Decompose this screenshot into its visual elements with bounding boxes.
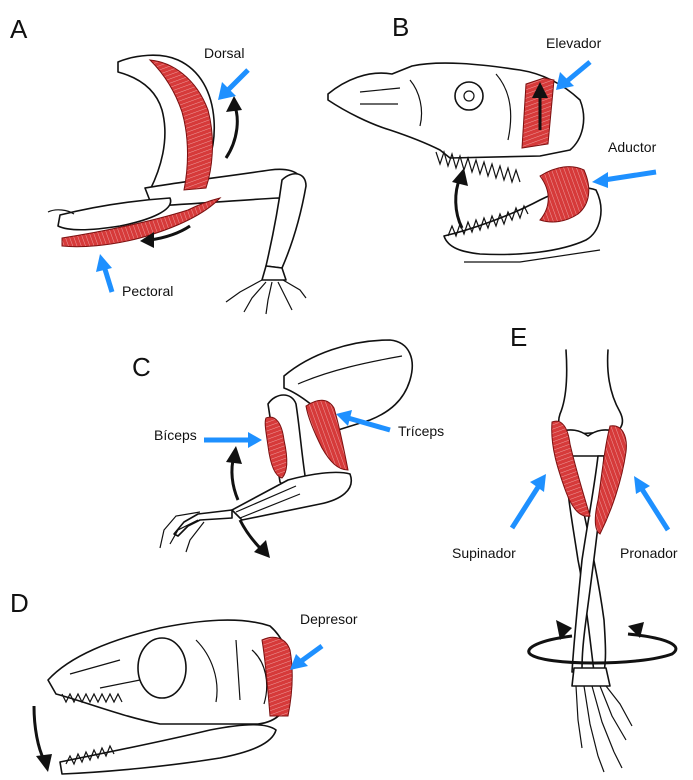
panel-a: A Dorsal Pectoral — [10, 14, 306, 314]
forearm-c-bone — [232, 472, 351, 520]
label-pectoral: Pectoral — [122, 283, 173, 299]
orbit — [455, 82, 483, 110]
panel-e: E Supinador — [452, 322, 678, 772]
lizard-orbit — [138, 638, 186, 698]
label-depresor: Depresor — [300, 611, 358, 627]
panel-c-letter: C — [132, 352, 151, 382]
label-elevador: Elevador — [546, 35, 602, 51]
hand-bones — [226, 280, 306, 314]
humerus-e-bone — [559, 350, 623, 434]
panel-e-letter: E — [510, 322, 527, 352]
supinador-pointer-arrow — [512, 484, 540, 528]
label-pronador: Pronador — [620, 545, 678, 561]
claw-bones — [160, 510, 232, 552]
label-triceps: Tríceps — [398, 423, 444, 439]
label-biceps: Bíceps — [154, 427, 197, 443]
jaw-motion-arrow — [456, 178, 462, 228]
extend-down-arrow — [240, 520, 262, 550]
pronador-pointer-arrow — [640, 486, 668, 530]
depresor-pointer-arrow — [300, 646, 322, 662]
elevador-pointer-arrow — [566, 62, 590, 82]
panel-c: C Bíceps Tríceps — [132, 340, 444, 558]
wrist-bones — [572, 668, 610, 686]
aductor-pointer-arrow — [604, 172, 656, 180]
label-supinador: Supinador — [452, 545, 516, 561]
pectoral-pointer-arrow — [104, 266, 112, 292]
panel-b: B Elevador Aductor — [328, 12, 657, 262]
dorsal-motion-arrow — [226, 104, 237, 158]
hand-e-bones — [576, 686, 632, 772]
panel-a-letter: A — [10, 14, 28, 44]
jaw-open-arrow — [34, 706, 44, 760]
panel-d: D Depresor — [10, 588, 358, 774]
label-aductor: Aductor — [608, 139, 657, 155]
dorsal-pointer-arrow — [228, 70, 248, 90]
panel-b-letter: B — [392, 12, 409, 42]
label-dorsal: Dorsal — [204, 45, 244, 61]
lizard-lower-jaw-bone — [60, 725, 276, 774]
panel-d-letter: D — [10, 588, 29, 618]
